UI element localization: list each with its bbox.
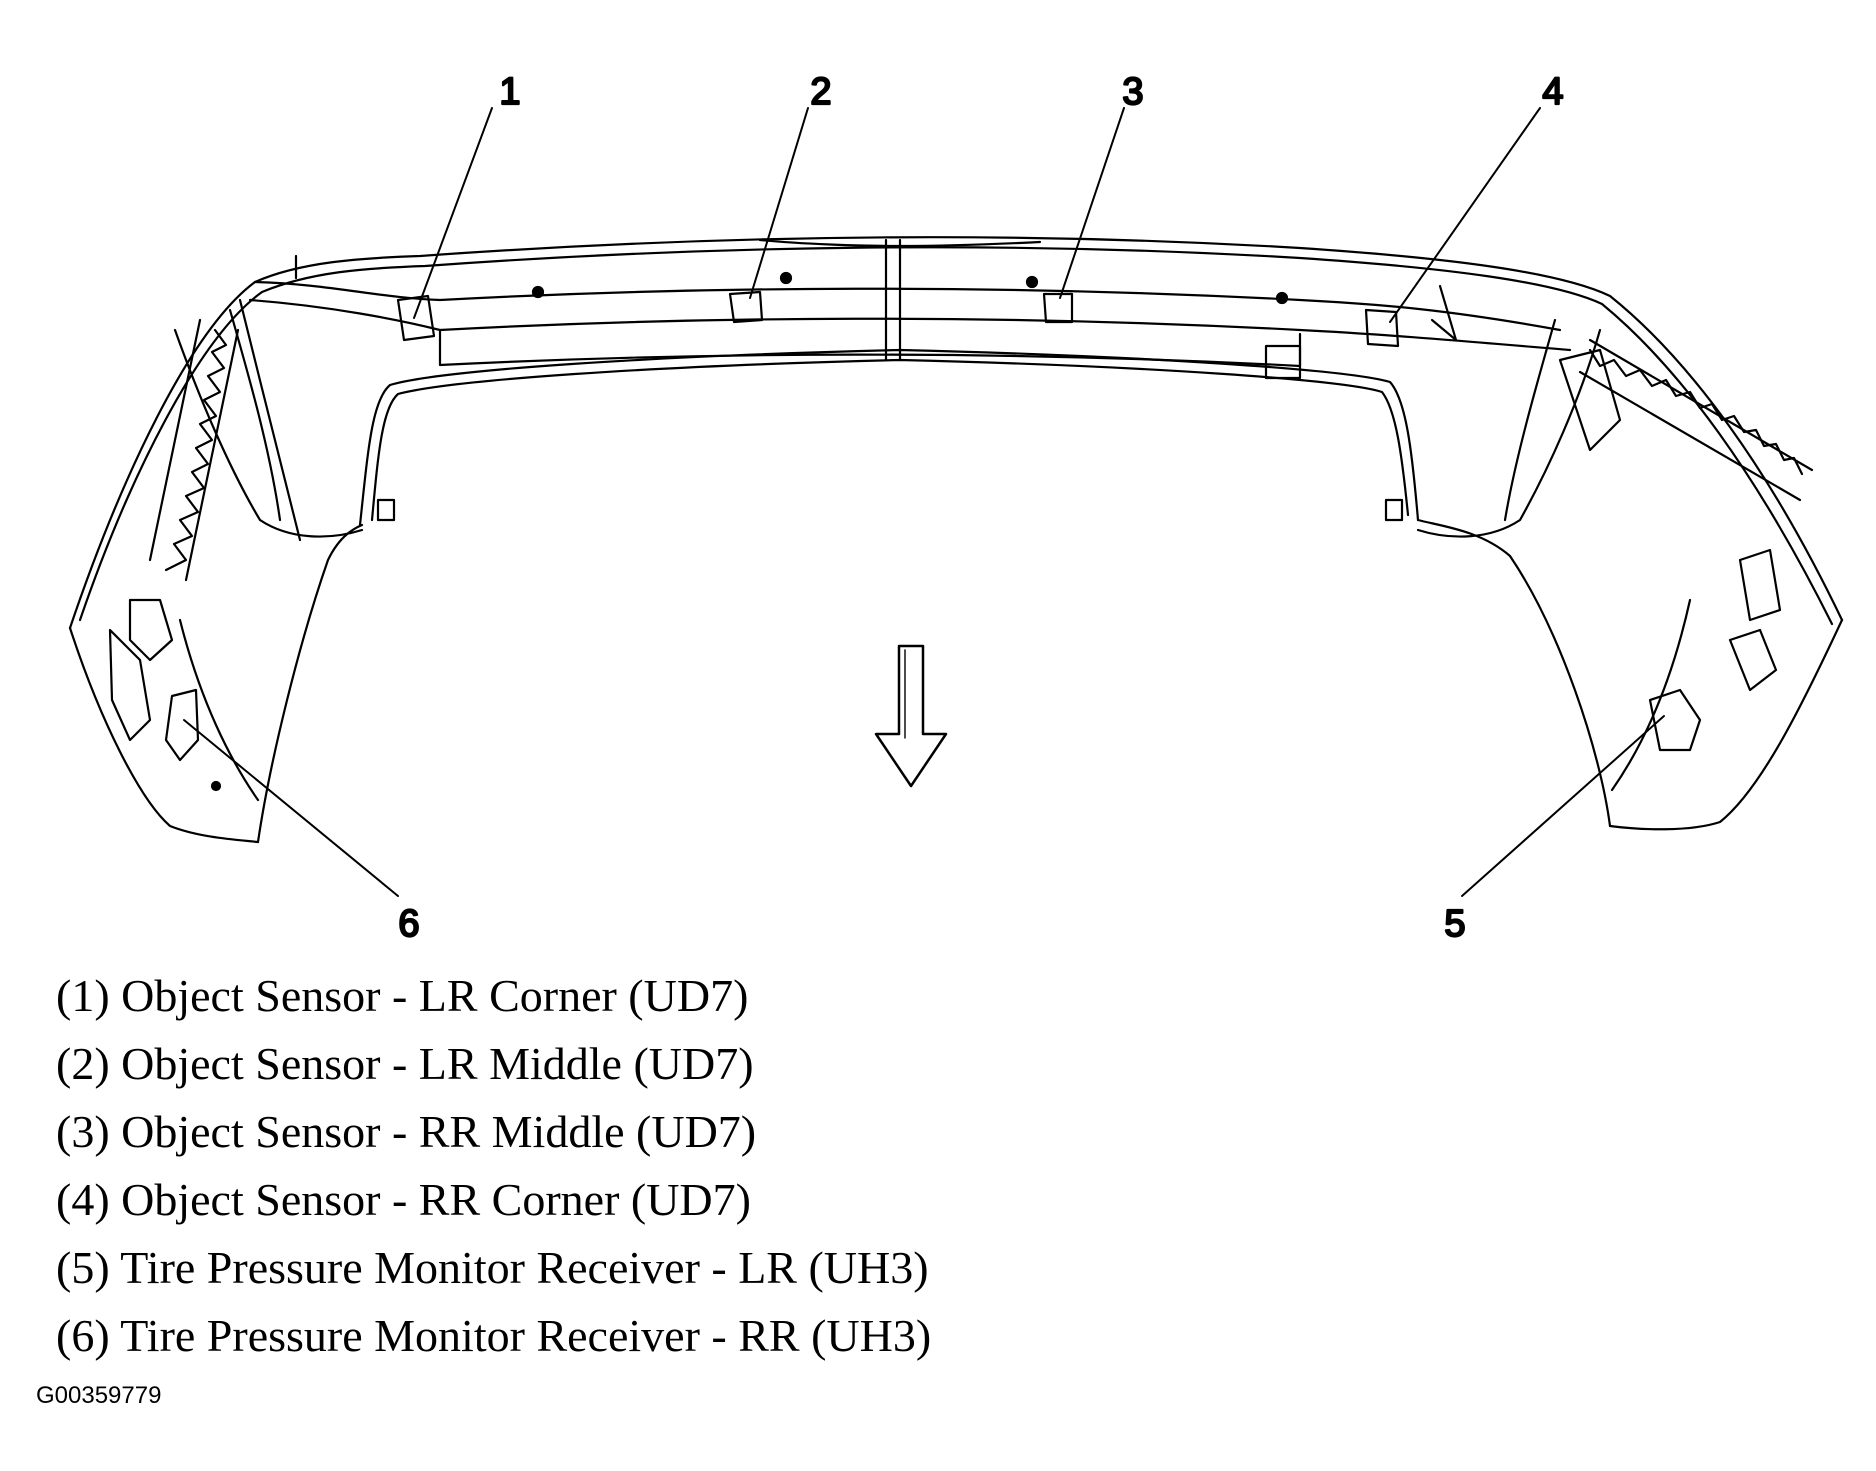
right-side-inner (1416, 518, 1612, 828)
right-serration (1588, 348, 1804, 476)
figure-id: G00359779 (36, 1382, 162, 1409)
upper-flange (253, 280, 1562, 332)
callout-3: 3 (1122, 71, 1143, 113)
left-serration-rail (148, 318, 240, 582)
left-bracket (128, 598, 174, 662)
hook-right (1430, 284, 1458, 342)
tpm-receiver-rr (164, 688, 200, 762)
right-bracket-outer (1558, 348, 1622, 452)
legend-item: (6) Tire Pressure Monitor Receiver - RR … (56, 1310, 932, 1361)
leader-lines (183, 107, 1665, 897)
callout-4: 4 (1542, 71, 1563, 113)
stud-left (376, 498, 396, 522)
center-step (758, 238, 1042, 248)
left-side-rib (238, 298, 302, 542)
legend-item: (5) Tire Pressure Monitor Receiver - LR … (56, 1242, 929, 1293)
bumper-top-rim (78, 246, 1834, 626)
legend-item: (2) Object Sensor - LR Middle (UD7) (56, 1038, 754, 1089)
stud-right (1384, 498, 1404, 522)
callout-6: 6 (398, 903, 419, 945)
right-serration-rail (1578, 338, 1814, 502)
legend: (1) Object Sensor - LR Corner (UD7) (2) … (56, 962, 931, 1370)
down-arrow-icon (874, 644, 948, 788)
callout-1: 1 (499, 71, 520, 113)
right-side-panel-2 (1503, 318, 1557, 522)
bumper-outer-edge (68, 236, 1844, 630)
inner-opening (358, 348, 1420, 527)
right-side-outer (1608, 618, 1844, 831)
latch-right (1264, 344, 1302, 380)
legend-item: (3) Object Sensor - RR Middle (UD7) (56, 1106, 757, 1157)
left-serration (164, 328, 228, 572)
right-inner-wall (1610, 598, 1692, 792)
left-bracket-2 (108, 628, 152, 742)
left-inner-wall (178, 618, 260, 802)
sensor-4 (1364, 308, 1400, 348)
right-side-panel (1416, 328, 1602, 538)
inner-opening-lip (370, 358, 1410, 522)
callout-2: 2 (810, 71, 831, 113)
legend-item: (4) Object Sensor - RR Corner (UD7) (56, 1174, 751, 1225)
callout-5: 5 (1444, 903, 1465, 945)
center-seam (884, 238, 902, 362)
sensor-1 (396, 294, 436, 342)
right-bracket (1728, 628, 1778, 692)
sensor-2 (728, 290, 764, 324)
left-side-outer (68, 626, 260, 844)
left-side-panel (173, 328, 364, 538)
right-bracket-2 (1738, 548, 1782, 622)
left-side-panel-2 (228, 308, 282, 522)
tpm-receiver-lr (1648, 688, 1702, 752)
upper-flange-inner (248, 298, 1572, 352)
sensor-3 (1042, 292, 1074, 324)
legend-item: (1) Object Sensor - LR Corner (UD7) (56, 970, 749, 1021)
